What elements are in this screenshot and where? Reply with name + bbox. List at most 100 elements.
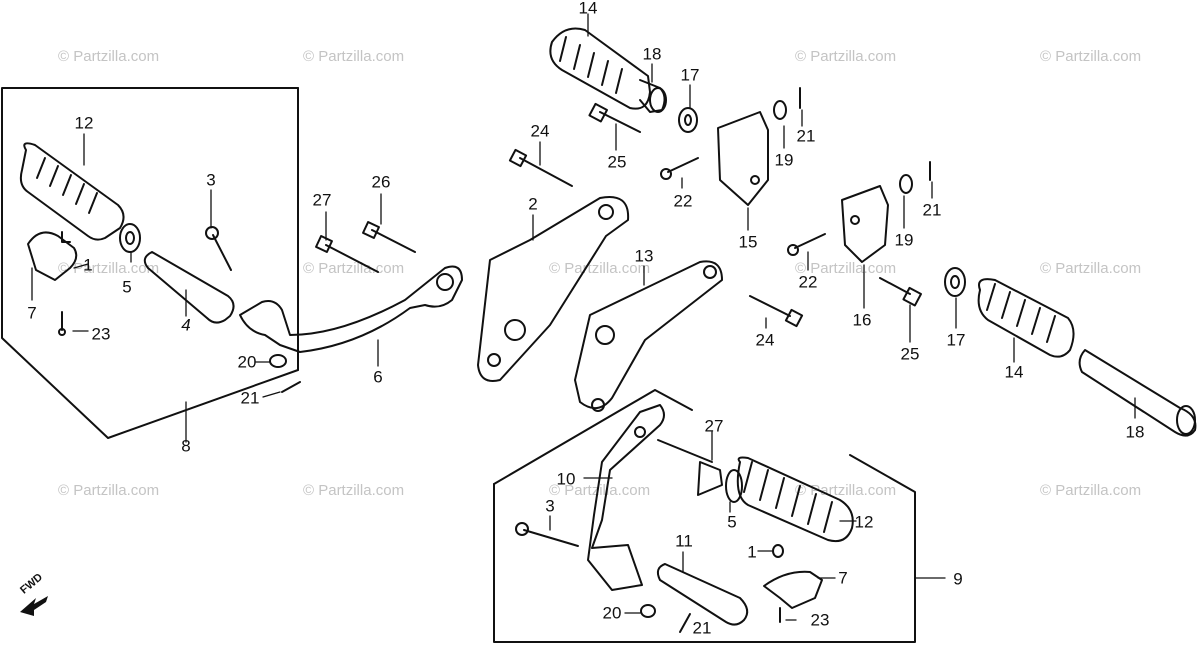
rear-bracket: [574, 260, 723, 409]
washer-17-top: [678, 107, 698, 133]
watermark: © Partzilla.com: [549, 482, 651, 499]
center-bracket-hole: [504, 319, 526, 341]
bolt-24-right-head: [784, 308, 804, 328]
left-clevis-pin: [212, 234, 232, 271]
callout-5: 5: [727, 512, 737, 532]
bolt-24-upper-head: [508, 148, 528, 168]
watermark: © Partzilla.com: [303, 482, 405, 499]
callout-17: 17: [680, 65, 700, 85]
left-bolt-26-head: [362, 221, 380, 239]
watermark: © Partzilla.com: [58, 260, 160, 277]
callout-4: 4: [181, 315, 191, 335]
lower-washer-20: [640, 604, 656, 618]
callout-27: 27: [704, 416, 724, 436]
watermark: © Partzilla.com: [795, 260, 897, 277]
watermark: © Partzilla.com: [303, 260, 405, 277]
washer-17-right: [944, 267, 966, 297]
callout-12: 12: [854, 512, 874, 532]
bolt-25-top: [599, 111, 641, 133]
bracket-15: [717, 111, 769, 206]
right-footpeg-rubber: [977, 278, 1075, 358]
callout-19: 19: [774, 150, 794, 170]
left-bracket-arm: [239, 265, 463, 353]
lower-bracket-arm-10: [587, 404, 665, 591]
callout-19: 19: [894, 230, 914, 250]
callout-12: 12: [74, 113, 94, 133]
left-bolt-23-head: [58, 328, 66, 336]
bolt-22-right-head: [787, 244, 799, 256]
bolt-24-right: [749, 295, 791, 317]
left-bracket-hole: [436, 273, 454, 291]
callout-2: 2: [528, 194, 538, 214]
callout-6: 6: [373, 367, 383, 387]
callout-5: 5: [122, 277, 132, 297]
watermark: © Partzilla.com: [1040, 482, 1142, 499]
rear-bracket-hole: [595, 325, 615, 345]
watermark: © Partzilla.com: [795, 482, 897, 499]
callout-20: 20: [602, 603, 622, 623]
lower-cotter-plate: [763, 570, 823, 609]
bolt-25-right-head: [902, 286, 922, 307]
left-cotter-pin-21: [281, 381, 301, 393]
lower-clevis-pin: [523, 529, 579, 547]
lower-pin-11: [656, 563, 749, 626]
callout-16: 16: [852, 310, 872, 330]
fwd-arrow-icon: [20, 596, 48, 616]
callout-21: 21: [240, 388, 260, 408]
callout-9: 9: [953, 569, 963, 589]
left-cotter-plate: [27, 231, 78, 281]
callout-24: 24: [530, 121, 550, 141]
callout-21: 21: [692, 618, 712, 638]
lower-footpeg-rubber: [736, 456, 854, 543]
watermark: © Partzilla.com: [58, 48, 160, 65]
left-washer: [119, 223, 141, 253]
right-assembly-boundary: [493, 454, 916, 643]
bolt-22-right: [794, 233, 826, 249]
left-clevis-pin-head: [205, 226, 219, 240]
callout-22: 22: [673, 191, 693, 211]
watermark: © Partzilla.com: [1040, 260, 1142, 277]
callout-7: 7: [27, 303, 37, 323]
callout-1: 1: [747, 542, 757, 562]
washer-19-right: [899, 174, 913, 194]
lower-bracket-hole: [634, 426, 646, 438]
callout-14: 14: [1004, 362, 1024, 382]
left-washer-hole: [125, 231, 135, 245]
center-bracket-hole: [487, 353, 501, 367]
callout-1: 1: [83, 255, 93, 275]
callout-26: 26: [371, 172, 391, 192]
callout-21: 21: [922, 200, 942, 220]
left-assembly-boundary: [1, 87, 299, 439]
bolt-22-top: [667, 157, 699, 173]
watermark: © Partzilla.com: [58, 482, 160, 499]
right-footpeg-pin-end: [1176, 405, 1196, 435]
callout-24: 24: [755, 330, 775, 350]
callout-22: 22: [798, 272, 818, 292]
left-bolt-26: [371, 229, 416, 253]
callout-21: 21: [796, 126, 816, 146]
watermark: © Partzilla.com: [303, 48, 405, 65]
rear-bracket-hole: [591, 398, 605, 412]
top-footpeg-pin-end: [649, 87, 667, 113]
callout-3: 3: [545, 496, 555, 516]
bracket-16-hole: [850, 215, 860, 225]
callout-11: 11: [675, 531, 693, 551]
left-clip-1: [61, 231, 71, 243]
callout-3: 3: [206, 170, 216, 190]
watermark: © Partzilla.com: [549, 260, 651, 277]
callout-23: 23: [91, 324, 111, 344]
callout-14: 14: [578, 0, 598, 18]
callout-10: 10: [556, 469, 576, 489]
bolt-27-lower: [657, 439, 713, 463]
bolt-25-right: [879, 277, 911, 295]
leader-lines: [31, 13, 1136, 621]
right-footpeg-pin: [1078, 349, 1197, 437]
bracket-15-hole: [750, 175, 760, 185]
watermark: © Partzilla.com: [795, 48, 897, 65]
lower-clip-1: [772, 544, 784, 558]
lower-cotter-pin-21: [679, 613, 691, 633]
callout-20: 20: [237, 352, 257, 372]
bolt-24-upper: [519, 157, 573, 187]
